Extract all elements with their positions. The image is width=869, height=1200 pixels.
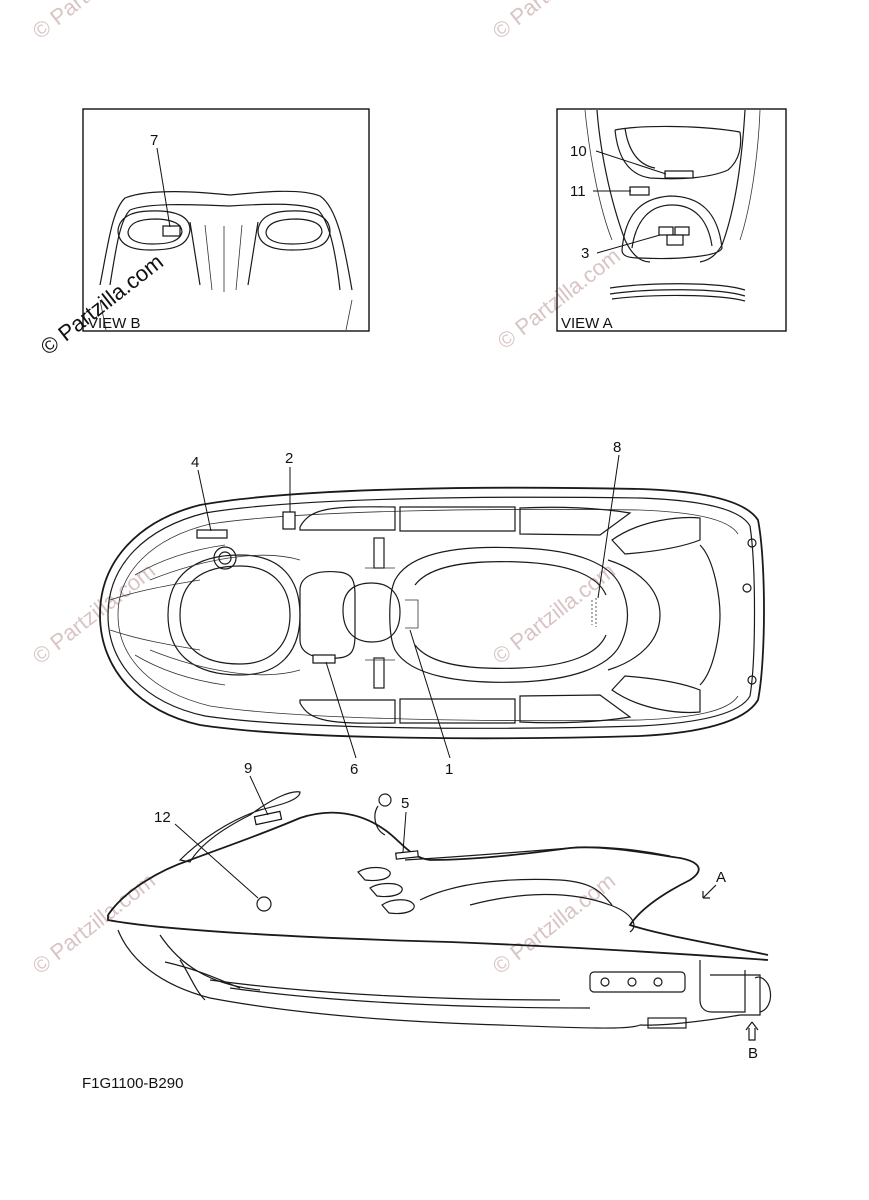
side-view-drawing: 9 12 5 A B — [107, 760, 772, 1062]
arrow-label: A — [716, 869, 726, 886]
callout-label: 2 — [285, 450, 293, 467]
drawing-code: F1G1100-B290 — [82, 1075, 183, 1092]
callout-label: 9 — [244, 760, 252, 777]
callout-label: 1 — [445, 761, 453, 778]
view-a-panel: 10 11 3 VIEW A — [556, 108, 787, 332]
watermark: © Partzilla.com — [28, 558, 160, 669]
top-view-drawing: 4 2 8 6 1 — [99, 439, 765, 778]
arrow-label: B — [748, 1045, 758, 1062]
view-b-arrow: B — [745, 1021, 759, 1062]
callout-label: 8 — [613, 439, 621, 456]
watermark: © Partzilla.com — [28, 0, 160, 44]
view-b-caption: VIEW B — [88, 315, 141, 332]
view-b-panel: 7 VIEW B — [82, 108, 370, 332]
callout-label: 10 — [570, 143, 587, 160]
callout-label: 7 — [150, 132, 158, 149]
callout-label: 3 — [581, 245, 589, 262]
watermark: © Partzilla.com — [488, 868, 620, 979]
watermark: © Partzilla.com — [493, 243, 625, 354]
callout-label: 11 — [570, 183, 586, 200]
view-a-arrow: A — [702, 869, 726, 899]
callout-label: 4 — [191, 454, 199, 471]
watermark-layer: © Partzilla.com © Partzilla.com © Partzi… — [28, 0, 625, 979]
callout-label: 5 — [401, 795, 409, 812]
callout-label: 12 — [154, 809, 171, 826]
view-a-caption: VIEW A — [561, 315, 613, 332]
watermark-overlay: © Partzilla.com — [36, 249, 168, 360]
watermark: © Partzilla.com — [488, 0, 620, 44]
callout-label: 6 — [350, 761, 358, 778]
watermark: © Partzilla.com — [488, 558, 620, 669]
